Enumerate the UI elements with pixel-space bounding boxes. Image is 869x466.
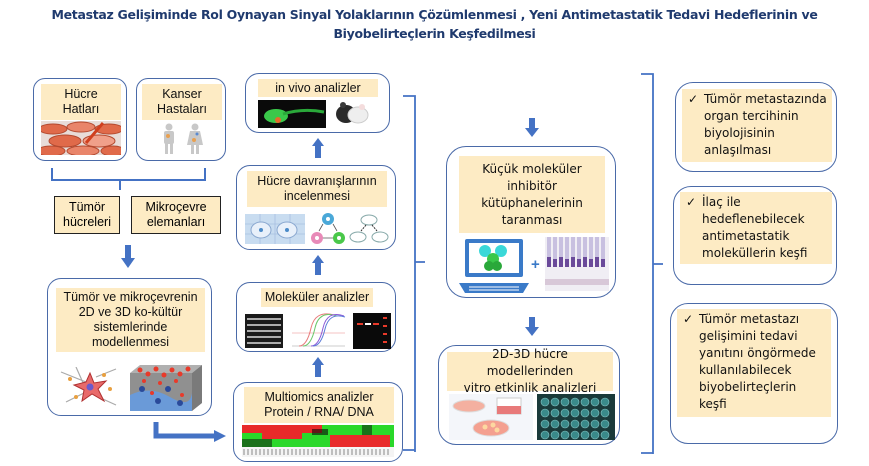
well-plate-icon [537, 394, 615, 440]
plus-text: + [531, 256, 540, 273]
goal-3-text: ✓ Tümör metastazı gelişimini tedavi yanı… [677, 309, 831, 417]
screening-line-4: taranması [501, 212, 563, 227]
down-arrow-3 [525, 317, 539, 337]
goal-1-text: ✓ Tümör metastazında organ tercihinin bi… [682, 89, 832, 162]
mice-icon [334, 98, 370, 128]
in-vivo-box: in vivo analizler [245, 73, 390, 133]
goal-card-1: ✓ Tümör metastazında organ tercihinin bi… [675, 82, 837, 172]
in-vitro-box: 2D-3D hücre modellerinden vitro etkinlik… [438, 345, 620, 445]
cell-migration-icon [245, 214, 305, 244]
goal-2-text: ✓ İlaç ile hedeflenebilecek antimetastat… [680, 192, 832, 264]
tumor-cells-line2: hücreleri [63, 215, 111, 229]
elbow-arrow [152, 422, 228, 444]
coculture-modeling-label: Tümör ve mikroçevrenin 2D ve 3D ko-kültü… [56, 288, 205, 352]
microenvironment-box: Mikroçevre elemanları [131, 196, 221, 234]
coculture-modeling-box: Tümör ve mikroçevrenin 2D ve 3D ko-kültü… [47, 278, 212, 416]
goal-3-line-5: biyobelirteçlerin [699, 380, 797, 394]
cancer-patients-line2: Hastaları [156, 102, 208, 116]
goal-card-3: ✓ Tümör metastazı gelişimini tedavi yanı… [670, 303, 838, 444]
up-arrow-2 [312, 255, 324, 275]
up-arrow-3 [312, 357, 324, 377]
modeling-line-2: 2D ve 3D ko-kültür [78, 305, 183, 319]
computer-molecule-icon [459, 239, 529, 293]
western-blot-icon [245, 314, 283, 348]
fluorescent-gel-icon [353, 313, 391, 349]
multiomics-line2: Protein / RNA/ DNA [264, 405, 374, 419]
cell-lines-line1: Hücre [64, 87, 98, 101]
title-line-2: Biyobelirteçlerin Keşfedilmesi [333, 26, 536, 41]
down-arrow-2 [525, 118, 539, 138]
screening-label: Küçük moleküler inhibitör kütüphanelerin… [459, 156, 605, 233]
goal-3-line-2: gelişimini tedavi [699, 329, 798, 343]
culture-dishes-icon [449, 394, 533, 440]
screening-line-2: inhibitör [507, 178, 557, 193]
in-vivo-label: in vivo analizler [258, 79, 378, 97]
in-vitro-line2: vitro etkinlik analizleri [463, 381, 597, 395]
goal-3-line-4: kullanılabilecek [699, 363, 792, 377]
goal-2-line-4: moleküllerin keşfi [702, 246, 808, 260]
multiomics-label: Multiomics analizler Protein / RNA/ DNA [244, 387, 394, 423]
cell-behavior-line1: Hücre davranışlarının [257, 174, 377, 188]
cell-behavior-label: Hücre davranışlarının incelenmesi [247, 171, 387, 207]
cell-network-icon [56, 367, 126, 407]
goal-3-line-1: Tümör metastazı [699, 312, 800, 326]
cancer-patients-box: Kanser Hastaları [136, 78, 226, 161]
screening-box: Küçük moleküler inhibitör kütüphanelerin… [446, 146, 616, 298]
in-vivo-text: in vivo analizler [275, 80, 361, 95]
in-vitro-line1: 2D-3D hücre modellerinden [486, 347, 574, 378]
check-icon: ✓ [686, 195, 697, 209]
tumor-cells-line1: Tümör [68, 200, 106, 214]
down-arrow-1 [121, 245, 135, 269]
goal-1-line-4: anlaşılması [704, 143, 772, 157]
goal-2-line-1: İlaç ile [702, 195, 741, 209]
molecular-analysis-box: Moleküler analizler [236, 282, 396, 352]
in-vitro-label: 2D-3D hücre modellerinden vitro etkinlik… [447, 347, 613, 395]
cancer-patients-label: Kanser Hastaları [142, 84, 222, 120]
title-line-1: Metastaz Gelişiminde Rol Oynayan Sinyal … [51, 7, 818, 22]
screening-line-3: kütüphanelerinin [481, 195, 583, 210]
cell-division-icon [349, 214, 389, 244]
cell-lines-box: Hücre Hatları [33, 78, 127, 161]
patient-silhouettes-icon [155, 123, 209, 155]
merge-bracket [50, 168, 210, 190]
goal-3-line-6: keşfi [699, 397, 727, 411]
molecular-analysis-label: Moleküler analizler [261, 288, 373, 307]
cell-lines-label: Hücre Hatları [41, 84, 121, 120]
qpcr-curves-icon [289, 313, 347, 349]
up-arrow-1 [312, 138, 324, 158]
cell-lines-line2: Hatları [62, 102, 100, 116]
goal-3-line-3: yanıtını öngörmede [699, 346, 816, 360]
bracket-middle [403, 94, 425, 452]
multiomics-line1: Multiomics analizler [264, 390, 374, 404]
modeling-line-4: modellenmesi [91, 335, 170, 349]
goal-1-line-2: organ tercihinin [704, 109, 799, 123]
cell-behavior-line2: incelenmesi [283, 189, 350, 203]
check-icon: ✓ [683, 312, 694, 326]
cell-behavior-box: Hücre davranışlarının incelenmesi [236, 165, 396, 250]
cancer-patients-line1: Kanser [162, 87, 202, 101]
goal-2-line-2: hedeflenebilecek [702, 212, 805, 226]
modeling-line-3: sistemlerinde [93, 320, 168, 334]
goal-1-line-1: Tümör metastazında [704, 92, 827, 106]
goal-1-line-3: biyolojisinin [704, 126, 775, 140]
plus-sign: + [531, 256, 543, 273]
goal-card-2: ✓ İlaç ile hedeflenebilecek antimetastat… [673, 186, 837, 285]
3d-coculture-icon [130, 365, 202, 411]
check-icon: ✓ [688, 92, 699, 106]
page-title: Metastaz Gelişiminde Rol Oynayan Sinyal … [0, 5, 869, 43]
modeling-line-1: Tümör ve mikroçevrenin [63, 290, 198, 304]
tumor-cells-box: Tümör hücreleri [54, 196, 120, 234]
petri-dish-icon [41, 121, 121, 155]
screening-line-1: Küçük moleküler [482, 161, 582, 176]
multiomics-box: Multiomics analizler Protein / RNA/ DNA [233, 382, 403, 462]
compound-tubes-icon [545, 237, 609, 291]
cell-cycle-icon [309, 212, 347, 246]
molecular-analysis-text: Moleküler analizler [264, 290, 370, 304]
microenvironment-line2: elemanları [146, 215, 206, 229]
zebrafish-icon [258, 100, 326, 128]
bracket-right [641, 72, 663, 456]
heatmap-icon [242, 425, 394, 457]
goal-2-line-3: antimetastatik [702, 229, 790, 243]
microenvironment-line1: Mikroçevre [145, 200, 207, 214]
